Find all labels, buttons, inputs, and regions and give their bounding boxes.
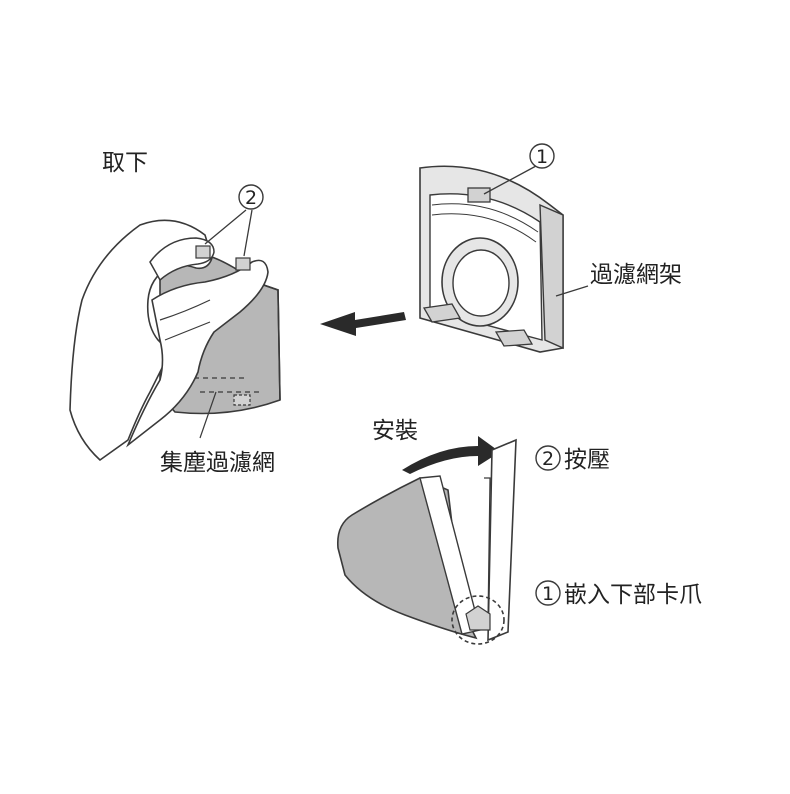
filter-leader-line: [199, 391, 217, 439]
remove-marker-pointers: [204, 209, 253, 257]
install-frame-plate: [487, 438, 517, 642]
remove-title: 取下: [102, 150, 148, 176]
lower-claw-highlight: [451, 595, 505, 645]
install-section: 安裝 2 按壓 1 嵌入下部卡爪: [336, 418, 702, 645]
install-step1-number: 1: [542, 583, 554, 605]
frame-ring-inner: [452, 249, 510, 317]
remove-marker-circle: [238, 184, 264, 210]
frame-marker-pointer: [483, 165, 537, 195]
frame-marker-number: 1: [536, 146, 548, 168]
lower-claw: [465, 605, 491, 631]
install-step1-circle: [535, 580, 561, 606]
dust-filter-label: 集塵過濾網: [160, 450, 275, 476]
filter-tab-b: [235, 257, 251, 271]
frame-inner-lines: [431, 203, 539, 243]
install-step1-label: 嵌入下部卡爪: [564, 582, 702, 608]
frame-marker-circle: [529, 143, 555, 169]
remove-marker-number: 2: [245, 187, 257, 209]
filter-tab-right: [233, 394, 251, 406]
install-curved-arrow: [402, 436, 500, 474]
right-hand: [126, 259, 269, 448]
frame-side: [539, 203, 564, 350]
right-finger-lines: [159, 299, 211, 341]
frame-top-latch: [467, 187, 491, 203]
install-step2-label: 按壓: [564, 447, 610, 473]
frame-foot-left: [422, 303, 462, 323]
install-step2-number: 2: [542, 448, 554, 470]
frame-foot-right: [494, 329, 534, 347]
filter-frame-label: 過濾網架: [590, 262, 682, 288]
remove-direction-arrow: [320, 312, 406, 336]
remove-section: 取下 2 集塵過濾網: [69, 150, 281, 476]
install-title: 安裝: [372, 418, 418, 444]
install-step2-circle: [535, 445, 561, 471]
filter-frame-section: 1 過濾網架: [419, 143, 682, 353]
install-frame-inner-line: [484, 477, 491, 621]
frame-leader-line: [555, 285, 589, 297]
filter-tab-a: [195, 245, 211, 259]
